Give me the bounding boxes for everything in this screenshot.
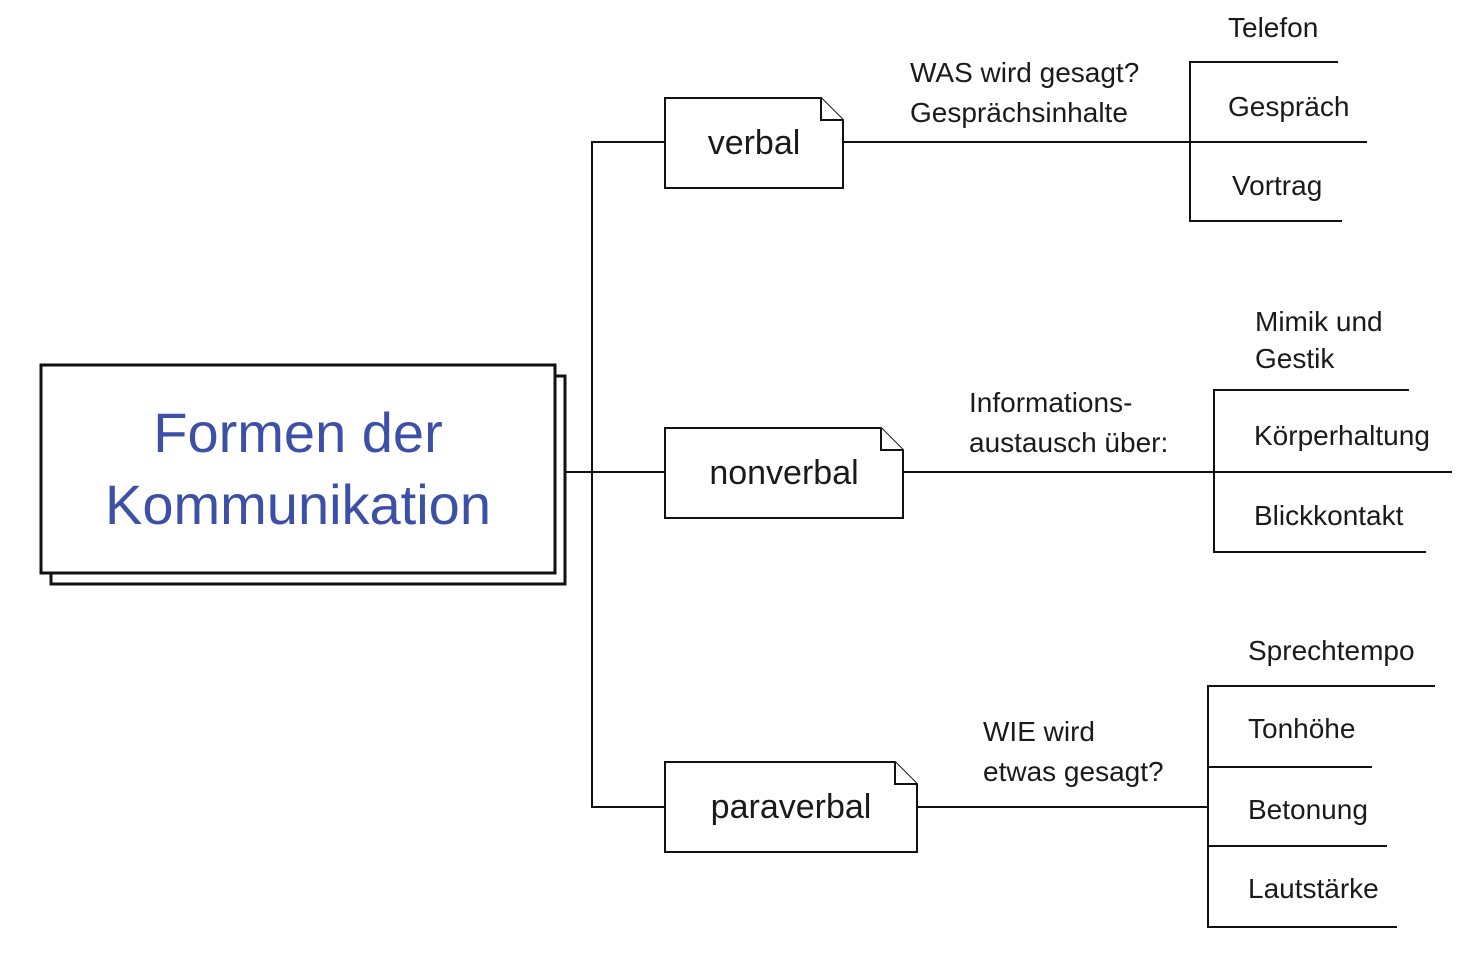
root-node-label: Formen der Kommunikation xyxy=(105,401,491,536)
paraverbal-node-box xyxy=(664,761,918,853)
leaf-label-koerperhaltung: Körperhaltung xyxy=(1254,420,1430,451)
paraverbal-branch-caption: WIE wird etwas gesagt? xyxy=(983,716,1164,787)
verbal-branch-caption: WAS wird gesagt? Gesprächsinhalte xyxy=(910,57,1140,128)
nonverbal-note-shape xyxy=(664,427,904,519)
nonverbal-node-box xyxy=(664,427,904,519)
paraverbal-leaf-lines xyxy=(1207,685,1435,928)
nonverbal-leaf-lines xyxy=(1213,389,1426,553)
paraverbal-node-label: paraverbal xyxy=(710,787,872,826)
verbal-node-box xyxy=(664,97,844,189)
nonverbal-note-fold-icon xyxy=(880,428,903,451)
paraverbal-note-fold-icon xyxy=(894,762,917,785)
leaf-label-tonhoehe: Tonhöhe xyxy=(1248,713,1356,744)
verbal-note-fold-icon xyxy=(820,98,843,121)
root-node-box xyxy=(39,363,557,575)
leaf-label-mimik-gestik: Mimik und Gestik xyxy=(1255,306,1383,374)
leaf-label-telefon: Telefon xyxy=(1228,12,1319,43)
leaf-label-blickkontakt: Blickkontakt xyxy=(1254,500,1404,531)
leaf-label-gespraech: Gespräch xyxy=(1228,91,1350,122)
verbal-note-shape xyxy=(664,97,844,189)
leaf-label-vortrag: Vortrag xyxy=(1232,170,1323,201)
verbal-leaf-lines xyxy=(1189,61,1342,222)
leaf-label-betonung: Betonung xyxy=(1248,794,1368,825)
nonverbal-node-label: nonverbal xyxy=(709,453,859,492)
leaf-label-sprechtempo: Sprechtempo xyxy=(1248,635,1415,666)
verbal-node-label: verbal xyxy=(707,123,801,162)
paraverbal-note-shape xyxy=(664,761,918,853)
leaf-label-lautstaerke: Lautstärke xyxy=(1248,873,1379,904)
nonverbal-branch-caption: Informations- austausch über: xyxy=(969,387,1169,458)
